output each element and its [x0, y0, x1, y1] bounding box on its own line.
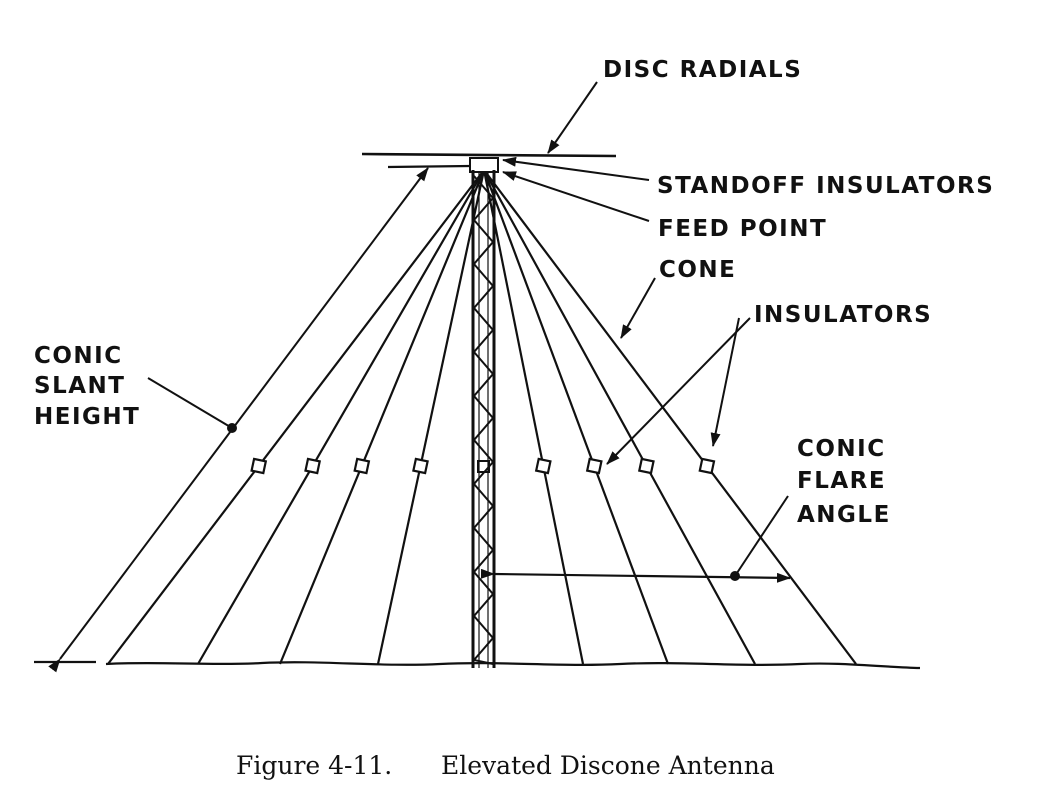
insulator-icon [534, 457, 552, 475]
leader-lines [147, 81, 789, 581]
cone-wires [107, 169, 857, 665]
insulator-icon [637, 457, 655, 475]
cone-wire [107, 169, 485, 665]
insulator-icon [353, 457, 371, 475]
label-disc-radials: DISC RADIALS [603, 57, 802, 83]
label-conic-flare-angle-2: FLARE [797, 468, 886, 494]
insulator-icon [304, 457, 322, 475]
label-standoff-insulators: STANDOFF INSULATORS [657, 173, 994, 199]
cone-insulators [250, 457, 716, 475]
insulator-icon [477, 460, 490, 473]
label-conic-slant-height-1: CONIC [34, 343, 123, 369]
label-insulators: INSULATORS [754, 302, 932, 328]
cone-wire [376, 169, 486, 665]
mast-lattice-bracing [472, 175, 495, 665]
cone-wire [482, 169, 585, 665]
slant-height-dot [227, 423, 237, 433]
cone-wire [483, 169, 756, 665]
flare-angle-dot [730, 571, 740, 581]
label-cone: CONE [659, 257, 736, 283]
slant-height-dimension [48, 167, 429, 673]
disc-radials [361, 152, 617, 169]
label-conic-slant-height-2: SLANT [34, 373, 125, 399]
label-conic-flare-angle-1: CONIC [797, 436, 886, 462]
figure-title: Elevated Discone Antenna [441, 751, 775, 780]
cone-wire [482, 169, 670, 665]
label-conic-slant-height-3: HEIGHT [34, 404, 140, 430]
insulator-icon [250, 457, 268, 475]
insulator-icon [412, 457, 429, 475]
lattice-mast [469, 157, 499, 668]
cone-wire [278, 169, 486, 665]
flare-angle-dimension [480, 568, 791, 583]
mast-lattice-zigzag [472, 175, 495, 665]
label-conic-flare-angle-3: ANGLE [797, 502, 891, 528]
figure-number: Figure 4-11. [236, 751, 392, 780]
ground-line [34, 660, 921, 670]
insulator-icon [698, 457, 716, 475]
insulator-icon [585, 457, 603, 475]
label-feed-point: FEED POINT [658, 216, 827, 242]
cone-wire [483, 169, 857, 665]
